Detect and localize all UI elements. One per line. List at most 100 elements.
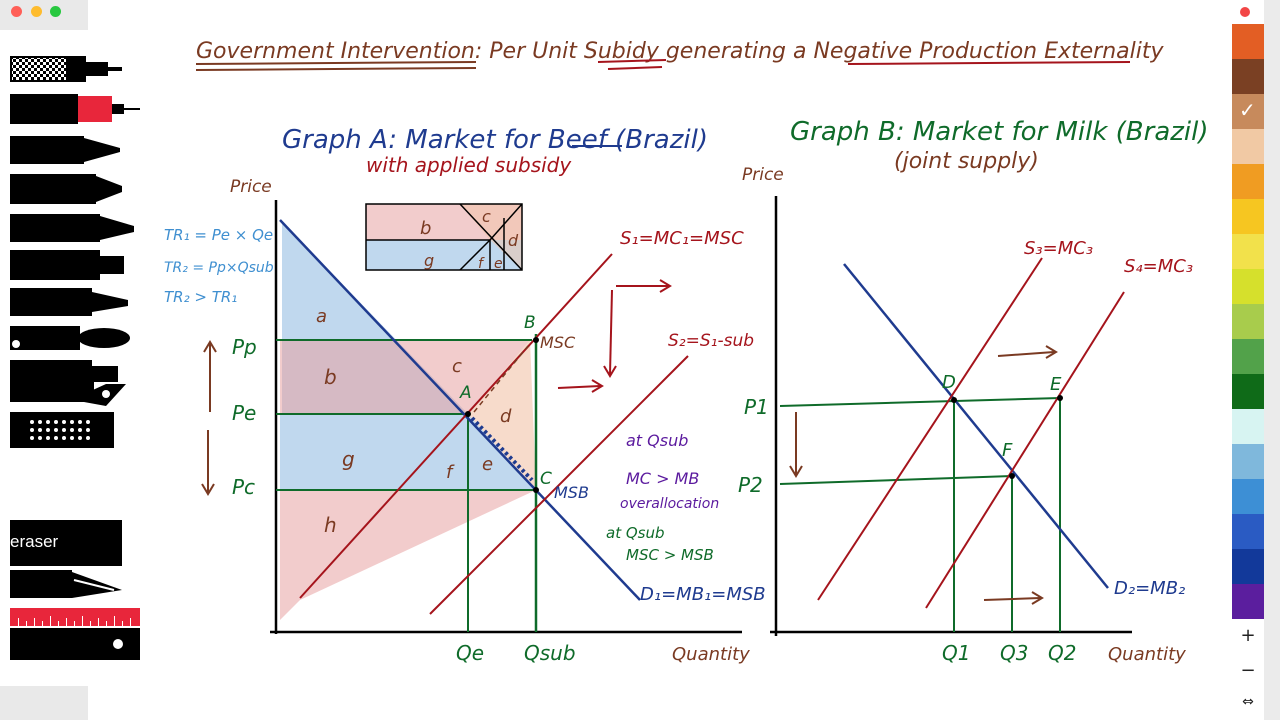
- whiteboard-canvas[interactable]: Government Intervention: Per Unit Subidy…: [150, 0, 1230, 720]
- close-panel-button[interactable]: [1240, 7, 1250, 17]
- fit-width-button[interactable]: ⇔: [1242, 694, 1254, 710]
- subsidy-underline-1: [597, 59, 667, 63]
- highlighter-tool[interactable]: [10, 288, 128, 316]
- area-h-red-region: [280, 490, 536, 620]
- s4-label: S₄=MC₃: [1124, 256, 1193, 277]
- graph-a-x-label: Quantity: [672, 644, 750, 665]
- paint-brush-tool[interactable]: [10, 326, 130, 350]
- revenue-note-1: TR₁ = Pe × Qe: [164, 226, 273, 244]
- left-gutter: [0, 30, 10, 686]
- area-d-region: [468, 340, 536, 490]
- ruler-tool[interactable]: [10, 608, 140, 626]
- zoom-in-button[interactable]: +: [1240, 625, 1256, 646]
- point-f-label: F: [1002, 440, 1013, 461]
- color-swatch[interactable]: [1232, 269, 1264, 304]
- area-f-label: f: [446, 462, 455, 483]
- graph-b-title: Graph B: Market for Milk (Brazil): [790, 117, 1209, 147]
- q3-label: Q3: [1000, 641, 1028, 665]
- ballpoint-pen-tool[interactable]: [10, 136, 120, 164]
- color-swatch[interactable]: [1232, 409, 1264, 444]
- point-c-label: C: [540, 469, 552, 489]
- legend-g: g: [424, 251, 434, 270]
- graph-b-arrows: [789, 345, 1058, 605]
- graph-a-subtitle: with applied subsidy: [366, 153, 572, 177]
- demand-curve-d2: [843, 263, 1109, 589]
- title-bar: [0, 0, 88, 30]
- point-b-dot: [533, 337, 539, 343]
- selected-check-icon: ✓: [1239, 98, 1256, 122]
- graph-b: Price Quantity P1 P2 Q1 Q3 Q2 D E F S₃=M…: [738, 165, 1193, 665]
- color-swatch[interactable]: [1232, 129, 1264, 164]
- fineliner-tool[interactable]: [10, 94, 140, 124]
- s1-label: S₁=MC₁=MSC: [620, 228, 744, 249]
- color-swatch[interactable]: [1232, 59, 1264, 94]
- board-title: Government Intervention: Per Unit Subidy…: [196, 39, 1164, 64]
- color-swatch[interactable]: [1232, 199, 1264, 234]
- color-swatch[interactable]: [1232, 549, 1264, 584]
- zoom-out-button[interactable]: −: [1240, 660, 1256, 681]
- dotted-pen-tool[interactable]: [10, 412, 114, 448]
- color-swatch[interactable]: [1232, 479, 1264, 514]
- deadweight-hatching: [470, 416, 534, 482]
- color-swatch[interactable]: [1232, 304, 1264, 339]
- graph-b-x-label: Quantity: [1108, 644, 1186, 665]
- tool-shapes: [10, 56, 140, 598]
- legend-d: d: [508, 231, 519, 250]
- calligraphy-pen-tool[interactable]: [10, 570, 122, 598]
- point-d-label: D: [942, 372, 956, 393]
- legend-c: c: [482, 207, 491, 226]
- graph-a: Price Quantity Pp Pe Pc Qe Qsub A B C MS…: [201, 177, 766, 665]
- color-swatch[interactable]: [1232, 514, 1264, 549]
- graph-b-subtitle: (joint supply): [894, 149, 1039, 174]
- supply-curve-s3: [817, 257, 1043, 601]
- supply-shift-arrows: [557, 279, 672, 393]
- point-c-dot: [533, 487, 539, 493]
- supply-curve-s2: [429, 355, 689, 615]
- graph-a-title: Graph A: Market for Beef (Brazil): [282, 125, 708, 155]
- point-e-label: E: [1050, 374, 1062, 395]
- zoom-window-button[interactable]: [50, 6, 61, 17]
- color-palette: ✓: [1232, 24, 1264, 619]
- minimize-window-button[interactable]: [31, 6, 42, 17]
- color-swatch[interactable]: [1232, 164, 1264, 199]
- color-swatch[interactable]: ✓: [1232, 94, 1264, 129]
- area-c-label: c: [452, 356, 462, 377]
- legend-b: b: [420, 218, 431, 239]
- color-swatch[interactable]: [1232, 584, 1264, 619]
- area-h-label: h: [324, 513, 337, 537]
- close-window-button[interactable]: [11, 6, 22, 17]
- analysis-note-4: at Qsub: [606, 524, 665, 542]
- area-d-label: d: [500, 406, 512, 427]
- qsub-label: Qsub: [524, 641, 576, 665]
- analysis-note-5: MSC > MSB: [626, 546, 714, 564]
- color-swatch[interactable]: [1232, 374, 1264, 409]
- supply-curve-s4: [925, 291, 1125, 609]
- revenue-note-3: TR₂ > TR₁: [164, 288, 237, 306]
- color-swatch[interactable]: [1232, 234, 1264, 269]
- right-frame: [1264, 0, 1280, 720]
- area-g-f-e-blue-region: [280, 414, 536, 490]
- marker-tool[interactable]: [10, 174, 122, 204]
- whiteboard-drawing: Government Intervention: Per Unit Subidy…: [164, 39, 1209, 665]
- fountain-pen-tool[interactable]: [10, 370, 126, 406]
- s2-label: S₂=S₁-sub: [668, 331, 754, 351]
- p2-label: P2: [738, 473, 763, 497]
- color-swatch[interactable]: [1232, 444, 1264, 479]
- legend-f: f: [478, 256, 485, 272]
- msc-label: MSC: [540, 333, 576, 352]
- color-swatch[interactable]: [1232, 339, 1264, 374]
- area-b-label: b: [324, 365, 337, 389]
- color-swatch[interactable]: [1232, 24, 1264, 59]
- eraser-tool[interactable]: eraser: [10, 520, 122, 566]
- area-b-c-red-region: [280, 340, 530, 414]
- brush-pen-tool[interactable]: [10, 214, 134, 242]
- q2-label: Q2: [1048, 641, 1076, 665]
- q1-label: Q1: [942, 641, 970, 665]
- qe-label: Qe: [456, 641, 484, 665]
- mechanical-pencil-tool[interactable]: [10, 56, 122, 82]
- p1-line: [779, 397, 1061, 407]
- legend-e: e: [494, 256, 503, 272]
- thick-marker-tool[interactable]: [10, 250, 124, 280]
- graph-b-y-label: Price: [742, 165, 784, 185]
